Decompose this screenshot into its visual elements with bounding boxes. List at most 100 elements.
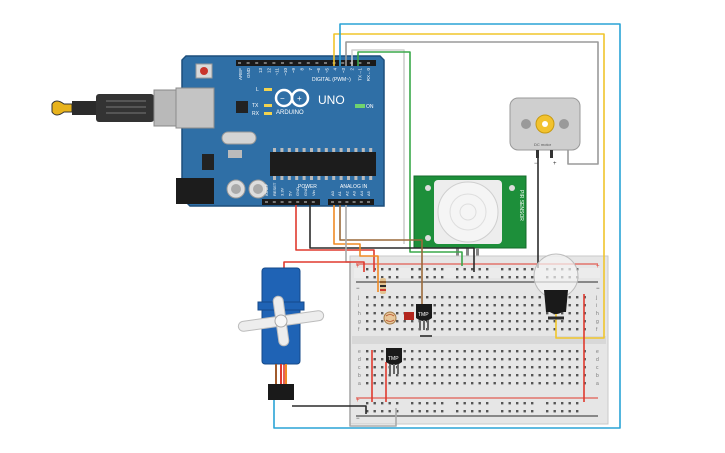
wire-orange (333, 205, 379, 292)
board-model-label: UNO (318, 93, 345, 107)
analog-pin-label: A4 (359, 190, 364, 196)
digital-pin-label: ~11 (275, 68, 280, 76)
wires[interactable] (273, 23, 621, 429)
digital-header-label: DIGITAL (PWM~) (312, 77, 351, 83)
svg-text:c: c (596, 365, 599, 371)
rx-led-label: RX (252, 111, 260, 117)
digital-pin-label: 13 (258, 68, 263, 74)
light-bulb[interactable] (533, 253, 579, 320)
svg-text:c: c (358, 365, 361, 371)
power-pin-label: RESET (272, 182, 277, 196)
wire-gray (345, 205, 397, 427)
digital-pin-label: RX←0 (366, 68, 371, 82)
analog-header (328, 199, 374, 205)
wire-black (292, 405, 367, 414)
chip-pins (273, 148, 373, 180)
aref-pin-label: AREF (238, 68, 243, 80)
digital-pin-label: 8 (300, 68, 305, 71)
wire-red (295, 205, 375, 272)
svg-text:b: b (596, 373, 599, 379)
digital-pin-label: 2 (349, 68, 354, 71)
arduino-logo-text: ARDUINO (276, 110, 304, 116)
crystal (221, 131, 257, 145)
wire-green (357, 51, 463, 266)
power-pin-label: Vin (311, 190, 316, 196)
analog-pin-label: A3 (352, 190, 357, 196)
servo-motor[interactable] (237, 267, 325, 400)
wire-gray (345, 41, 599, 165)
svg-text:j: j (357, 295, 359, 301)
servo-horn[interactable] (237, 295, 325, 347)
analog-pin-label: A5 (366, 190, 371, 196)
svg-text:e: e (358, 349, 361, 355)
tmp-label: TMP (418, 312, 429, 318)
wire-yellow (333, 33, 605, 339)
led-red[interactable] (404, 312, 414, 320)
svg-text:d: d (358, 357, 361, 363)
l-led-label: L (256, 87, 259, 93)
svg-text:i: i (596, 303, 597, 309)
wire-blue (273, 23, 621, 429)
digital-pin-label: TX→1 (358, 68, 363, 81)
svg-text:h: h (596, 311, 599, 317)
temperature-sensor-top[interactable]: TMP (416, 304, 432, 330)
resistor[interactable] (380, 278, 386, 294)
tmp-label: TMP (388, 356, 399, 362)
rail-minus-label: − (356, 416, 360, 422)
usb-jack (175, 87, 215, 129)
motor-plus-pin: + (553, 161, 557, 167)
wire-brown (339, 205, 423, 316)
pir-motion-sensor[interactable]: PIR SENSOR (413, 175, 527, 264)
analog-pin-label: A0 (330, 190, 335, 196)
svg-text:d: d (596, 357, 599, 363)
atmega-chip (270, 152, 376, 176)
pir-side-label: PIR SENSOR (518, 190, 524, 221)
svg-text:g: g (358, 319, 361, 325)
motor-minus-pin: − (534, 161, 538, 167)
digital-pin-label: 7 (308, 68, 313, 71)
power-pin-label: 5V (287, 191, 292, 196)
servo-connector (268, 384, 294, 400)
digital-pin-label: ~5 (324, 68, 329, 74)
power-header-label: POWER (298, 184, 317, 190)
svg-text:e: e (596, 349, 599, 355)
arduino-logo: − + (274, 88, 310, 108)
motor-label: DC motor (534, 142, 552, 147)
svg-text:h: h (358, 311, 361, 317)
power-pin-label: IOREF (264, 183, 269, 196)
svg-text:j: j (595, 295, 597, 301)
rail-minus-label: − (596, 286, 600, 292)
digital-pin-label: 4 (333, 68, 338, 71)
photoresistor[interactable] (383, 311, 397, 325)
power-pin-label: GND (295, 187, 300, 196)
digital-pin-label: ~9 (291, 68, 296, 74)
analog-pin-label: A2 (344, 190, 349, 196)
svg-text:−: − (280, 94, 285, 103)
power-jack (176, 178, 214, 204)
digital-header (236, 60, 376, 66)
svg-text:f: f (596, 327, 598, 333)
power-pin-label: GND (303, 187, 308, 196)
rail-plus-label: + (596, 264, 600, 270)
digital-pin-label: ~10 (283, 68, 288, 76)
dc-motor[interactable]: DC motor − + (509, 97, 581, 167)
svg-text:a: a (596, 381, 599, 387)
temperature-sensor-bottom[interactable]: TMP (386, 348, 402, 374)
svg-text:+: + (297, 94, 302, 103)
svg-text:f: f (358, 327, 360, 333)
wire-black (309, 205, 475, 272)
digital-pin-label: 12 (266, 68, 271, 74)
svg-text:a: a (358, 381, 361, 387)
tx-led-label: TX (252, 103, 259, 109)
pir-dome (437, 181, 499, 243)
breadboard-holes (366, 268, 586, 413)
svg-text:b: b (358, 373, 361, 379)
svg-text:g: g (596, 319, 599, 325)
gnd-pin-label: GND (246, 67, 251, 78)
